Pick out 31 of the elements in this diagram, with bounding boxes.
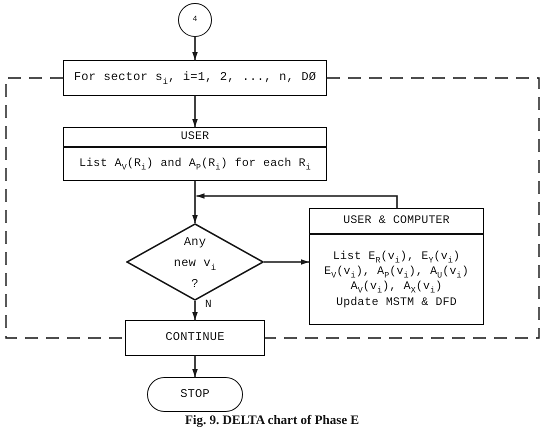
arrow <box>264 259 309 265</box>
figure-caption: Fig. 9. DELTA chart of Phase E <box>184 413 360 428</box>
terminal-label: STOP <box>180 388 210 402</box>
box-header: USER & COMPUTER <box>343 214 450 228</box>
process-box <box>309 208 484 325</box>
connector-label: 4 <box>192 15 198 25</box>
decision-label: new v$_{i}$ <box>174 257 216 271</box>
arrow <box>192 356 198 377</box>
terminal-box <box>147 377 243 412</box>
decision-diamond <box>126 223 264 301</box>
arrow <box>192 301 198 320</box>
box-label: E$_{V}$(v$_{i}$), A$_{P}$(v$_{i}$), A$_{U}$(v$_{i}$) <box>324 265 469 278</box>
box-label: Update MSTM & DFD <box>336 296 457 309</box>
connector-circle <box>178 3 212 37</box>
connector-line <box>194 181 196 196</box>
box-label: For sector s$_{i}$, i=1, 2, ..., n, DØ <box>74 71 316 85</box>
dashed-line <box>5 77 125 339</box>
arrow <box>192 37 198 60</box>
process-box <box>63 127 327 181</box>
box-header: USER <box>180 130 210 144</box>
arrow <box>192 96 198 127</box>
process-box <box>63 60 327 96</box>
box-label: List E$_{R}$(v$_{i}$), E$_{Y}$(v$_{i}$) <box>332 250 460 264</box>
box-label: CONTINUE <box>165 331 225 345</box>
arrow <box>196 193 398 208</box>
box-label: List A$_{V}$(R$_{i}$) and A$_{P}$(R$_{i}$) for each R$_{i}$ <box>79 157 311 170</box>
arrow <box>192 196 198 223</box>
decision-label: ? <box>191 278 199 292</box>
decision-label: Any <box>184 236 206 250</box>
process-box <box>125 320 265 356</box>
box-label: A$_{V}$(v$_{i}$), A$_{X}$(v$_{i}$) <box>350 280 442 294</box>
